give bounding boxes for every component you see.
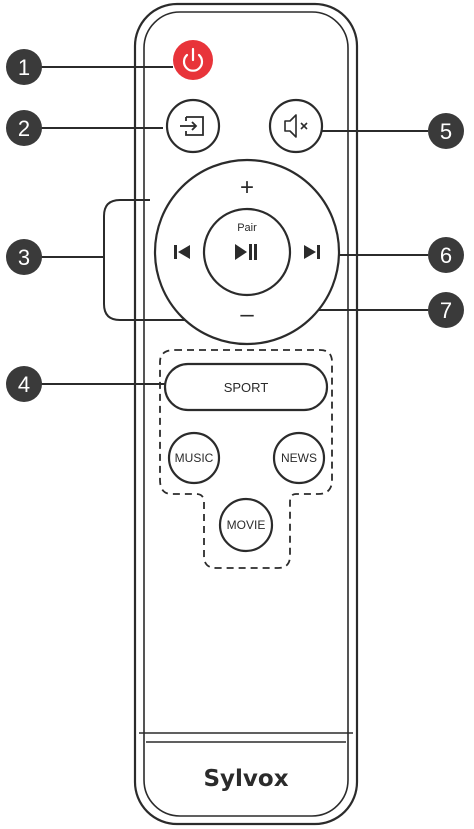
remote-body (133, 2, 359, 826)
music-label: MUSIC (175, 451, 214, 465)
callout-7-number: 7 (440, 298, 452, 323)
sport-button[interactable] (163, 362, 329, 412)
mute-button[interactable] (268, 98, 324, 154)
power-button[interactable] (173, 40, 213, 80)
callout-4-number: 4 (18, 372, 30, 397)
callout-7: 7 (428, 292, 464, 328)
next-track-button[interactable] (304, 245, 320, 259)
input-button[interactable] (165, 98, 221, 154)
play-pause-button[interactable] (202, 207, 292, 297)
previous-track-button[interactable] (174, 245, 190, 259)
callout-3: 3 (6, 239, 42, 275)
mute-icon (284, 114, 308, 138)
callout-5-number: 5 (440, 119, 452, 144)
volume-up-button[interactable]: + (240, 174, 254, 201)
callout-6: 6 (428, 237, 464, 273)
input-source-icon (180, 116, 204, 136)
callout-5: 5 (428, 113, 464, 149)
callout-6-number: 6 (440, 243, 452, 268)
news-button[interactable] (272, 431, 326, 485)
previous-track-icon (174, 245, 190, 259)
brand-logo: Sylvox (203, 766, 288, 792)
callout-1-number: 1 (18, 55, 30, 80)
next-track-icon (304, 245, 320, 259)
movie-button[interactable] (218, 497, 274, 553)
callout-2: 2 (6, 110, 42, 146)
sound-mode-group-outline (159, 349, 333, 569)
callout-4: 4 (6, 366, 42, 402)
callout-2-number: 2 (18, 116, 30, 141)
news-label: NEWS (281, 451, 317, 465)
callout-1: 1 (6, 49, 42, 85)
sport-label: SPORT (224, 380, 269, 395)
play-pause-icon (235, 244, 257, 260)
movie-label: MOVIE (227, 518, 266, 532)
callout-3-number: 3 (18, 245, 30, 270)
volume-down-button[interactable]: – (240, 301, 254, 328)
pair-label: Pair (237, 222, 257, 234)
music-button[interactable] (167, 431, 221, 485)
power-icon (182, 47, 204, 72)
